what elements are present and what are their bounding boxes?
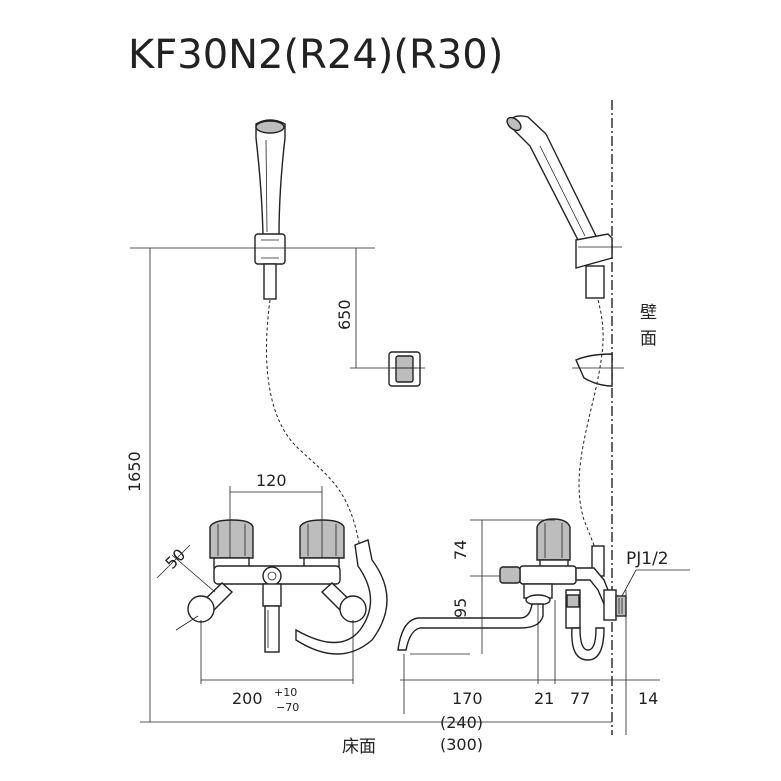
dim-200-tol-minus: −70 <box>276 701 299 714</box>
dim-200: 200 <box>232 689 263 708</box>
shower-head-side <box>506 115 624 387</box>
dim-240: (240) <box>440 713 483 732</box>
shower-head-front <box>254 119 286 300</box>
wall-label-2: 面 <box>640 329 657 349</box>
side-dimensions <box>400 519 690 723</box>
mixer-body-front <box>187 519 388 655</box>
dim-74: 74 <box>451 540 470 560</box>
dim-77: 77 <box>570 689 590 708</box>
dim-170: 170 <box>452 689 483 708</box>
shower-hose-side <box>578 299 604 549</box>
hose-hook-front <box>388 351 421 387</box>
front-dimensions <box>130 247 520 723</box>
side-view <box>397 100 690 735</box>
dim-650: 650 <box>335 299 354 330</box>
dim-1650: 1650 <box>125 451 144 492</box>
floor-label: 床面 <box>342 737 376 757</box>
shower-hose-front <box>266 299 361 549</box>
wall-label-1: 壁 <box>640 303 657 323</box>
dim-14: 14 <box>638 689 658 708</box>
dim-200-tol-plus: +10 <box>274 686 297 699</box>
dim-300: (300) <box>440 735 483 754</box>
dim-21: 21 <box>534 689 554 708</box>
dim-50: 50 <box>161 545 189 573</box>
front-view <box>130 119 520 723</box>
dim-120: 120 <box>256 471 287 490</box>
dim-95: 95 <box>451 598 470 618</box>
model-title: KF30N2(R24)(R30) <box>128 32 503 78</box>
mixer-body-side <box>397 518 627 661</box>
pipe-thread-label: PJ1/2 <box>626 549 669 569</box>
